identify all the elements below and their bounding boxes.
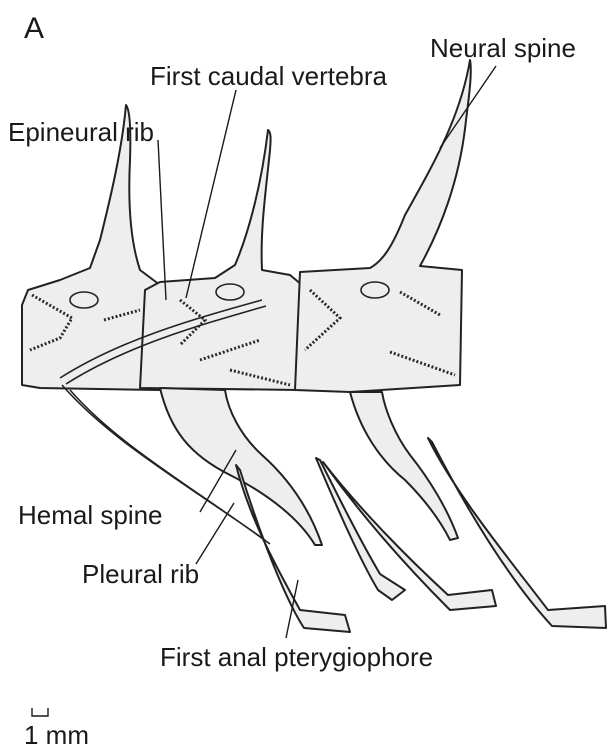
vertebra-3	[295, 60, 471, 392]
scale-bar: 1 mm	[24, 708, 89, 750]
panel-letter: A	[24, 12, 44, 45]
leader-first-caudal-vertebra	[186, 90, 236, 298]
hemal-spine-1	[160, 388, 322, 545]
label-epineural-rib: Epineural rib	[8, 117, 154, 147]
leader-pleural-rib	[196, 503, 234, 564]
label-pleural-rib: Pleural rib	[82, 559, 199, 589]
label-hemal-spine: Hemal spine	[18, 500, 163, 530]
anal-pterygiophores	[236, 438, 606, 632]
label-first-anal-pterygiophore: First anal pterygiophore	[160, 642, 433, 672]
scale-bar-label: 1 mm	[24, 720, 89, 750]
label-first-caudal-vertebra: First caudal vertebra	[150, 61, 388, 91]
label-neural-spine: Neural spine	[430, 33, 576, 63]
leader-epineural-rib	[158, 140, 166, 300]
